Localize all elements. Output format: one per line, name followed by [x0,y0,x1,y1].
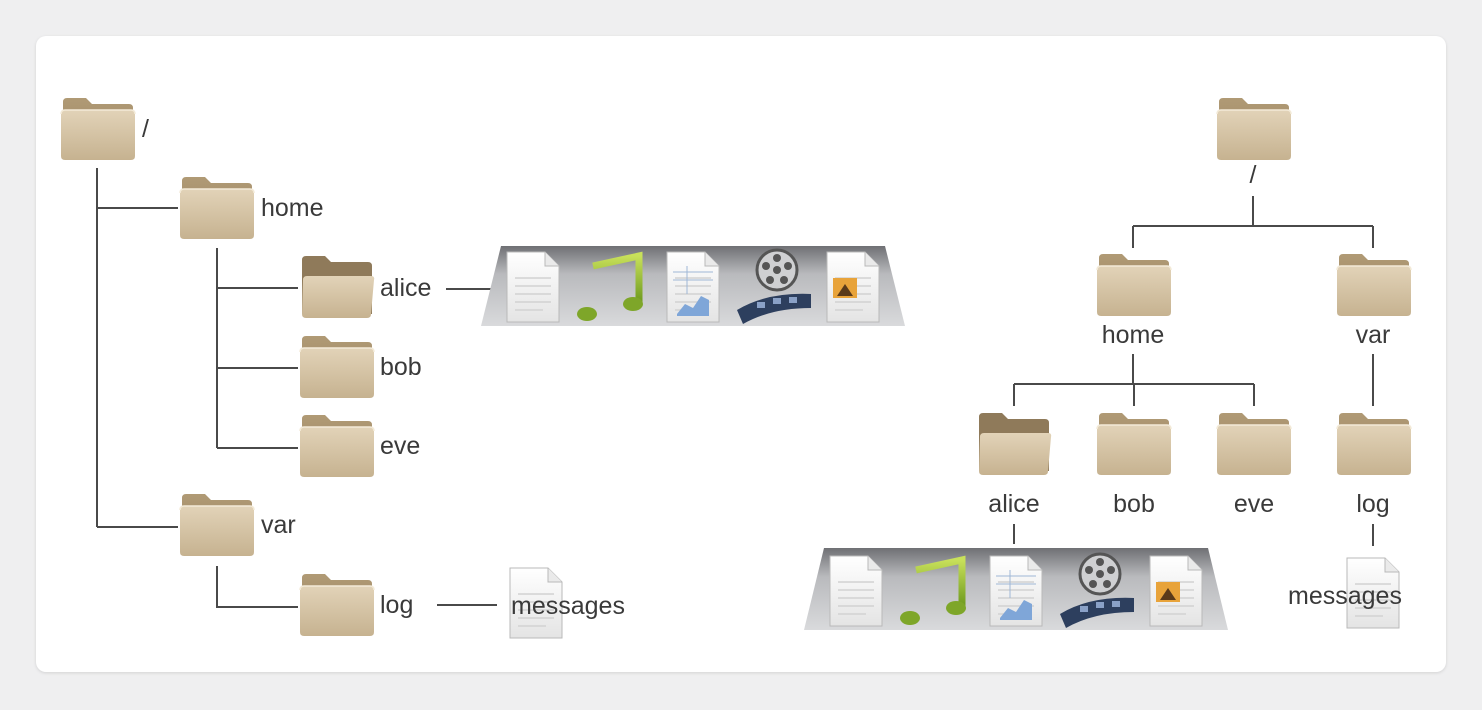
log-label-right: log [1356,490,1390,518]
alice-label: alice [380,274,432,302]
film-reel-icon [1060,552,1134,628]
folder-root-icon-right[interactable] [1216,94,1292,162]
eve-label: eve [380,432,421,460]
document-icon [506,251,560,323]
spreadsheet-icon [666,251,720,323]
folder-root-icon[interactable] [60,94,136,162]
music-note-icon [900,555,966,625]
folder-bob-icon-right[interactable] [1096,409,1172,477]
root-label-right: / [1249,161,1257,189]
home-label: home [261,194,324,222]
alice-files-shelf [481,244,905,328]
folder-bob-icon[interactable] [299,332,375,400]
folder-log-icon[interactable] [299,570,375,638]
document-icon [829,555,883,627]
log-label: log [380,591,414,619]
messages-label-right: messages [1288,582,1402,610]
folder-var-icon[interactable] [179,490,255,558]
home-label-right: home [1101,321,1165,349]
folder-home-icon[interactable] [179,173,255,241]
folder-home-icon-right[interactable] [1096,250,1172,318]
film-reel-icon [737,248,811,324]
folder-eve-icon-right[interactable] [1216,409,1292,477]
spreadsheet-icon [989,555,1043,627]
bob-label: bob [380,353,422,381]
alice-label-right: alice [988,490,1040,518]
folder-alice-open-icon-right[interactable] [976,409,1052,477]
folder-eve-icon[interactable] [299,411,375,479]
messages-label: messages [511,592,625,620]
folder-alice-open-icon[interactable] [299,252,375,320]
var-label: var [261,511,296,539]
folder-log-icon-right[interactable] [1336,409,1412,477]
music-note-icon [577,251,643,321]
alice-files-shelf-right [804,546,1228,630]
root-label: / [142,115,149,143]
bob-label-right: bob [1113,490,1155,518]
eve-label-right: eve [1233,490,1275,518]
folder-var-icon-right[interactable] [1336,250,1412,318]
image-document-icon [826,251,880,323]
image-document-icon [1149,555,1203,627]
var-label-right: var [1355,321,1391,349]
